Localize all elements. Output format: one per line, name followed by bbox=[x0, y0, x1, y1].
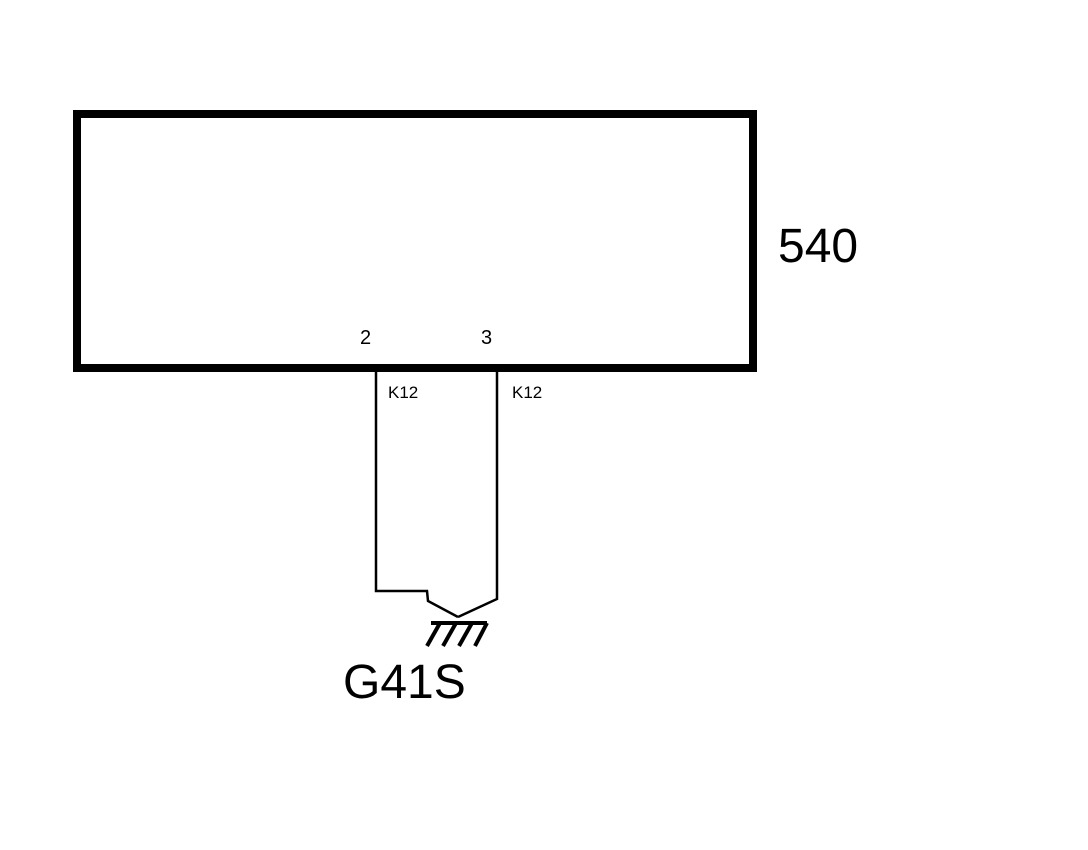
ground-label: G41S bbox=[343, 656, 466, 709]
component-box bbox=[73, 110, 757, 372]
component-label: 540 bbox=[778, 220, 858, 273]
wire-label-pin-2: K12 bbox=[388, 383, 418, 402]
ground-icon bbox=[425, 621, 489, 647]
pin-3-label: 3 bbox=[481, 327, 492, 349]
wire-pin-3 bbox=[457, 372, 499, 619]
wire-pin-2 bbox=[374, 372, 459, 619]
wire-label-pin-3: K12 bbox=[512, 383, 542, 402]
pin-2-label: 2 bbox=[360, 327, 371, 349]
